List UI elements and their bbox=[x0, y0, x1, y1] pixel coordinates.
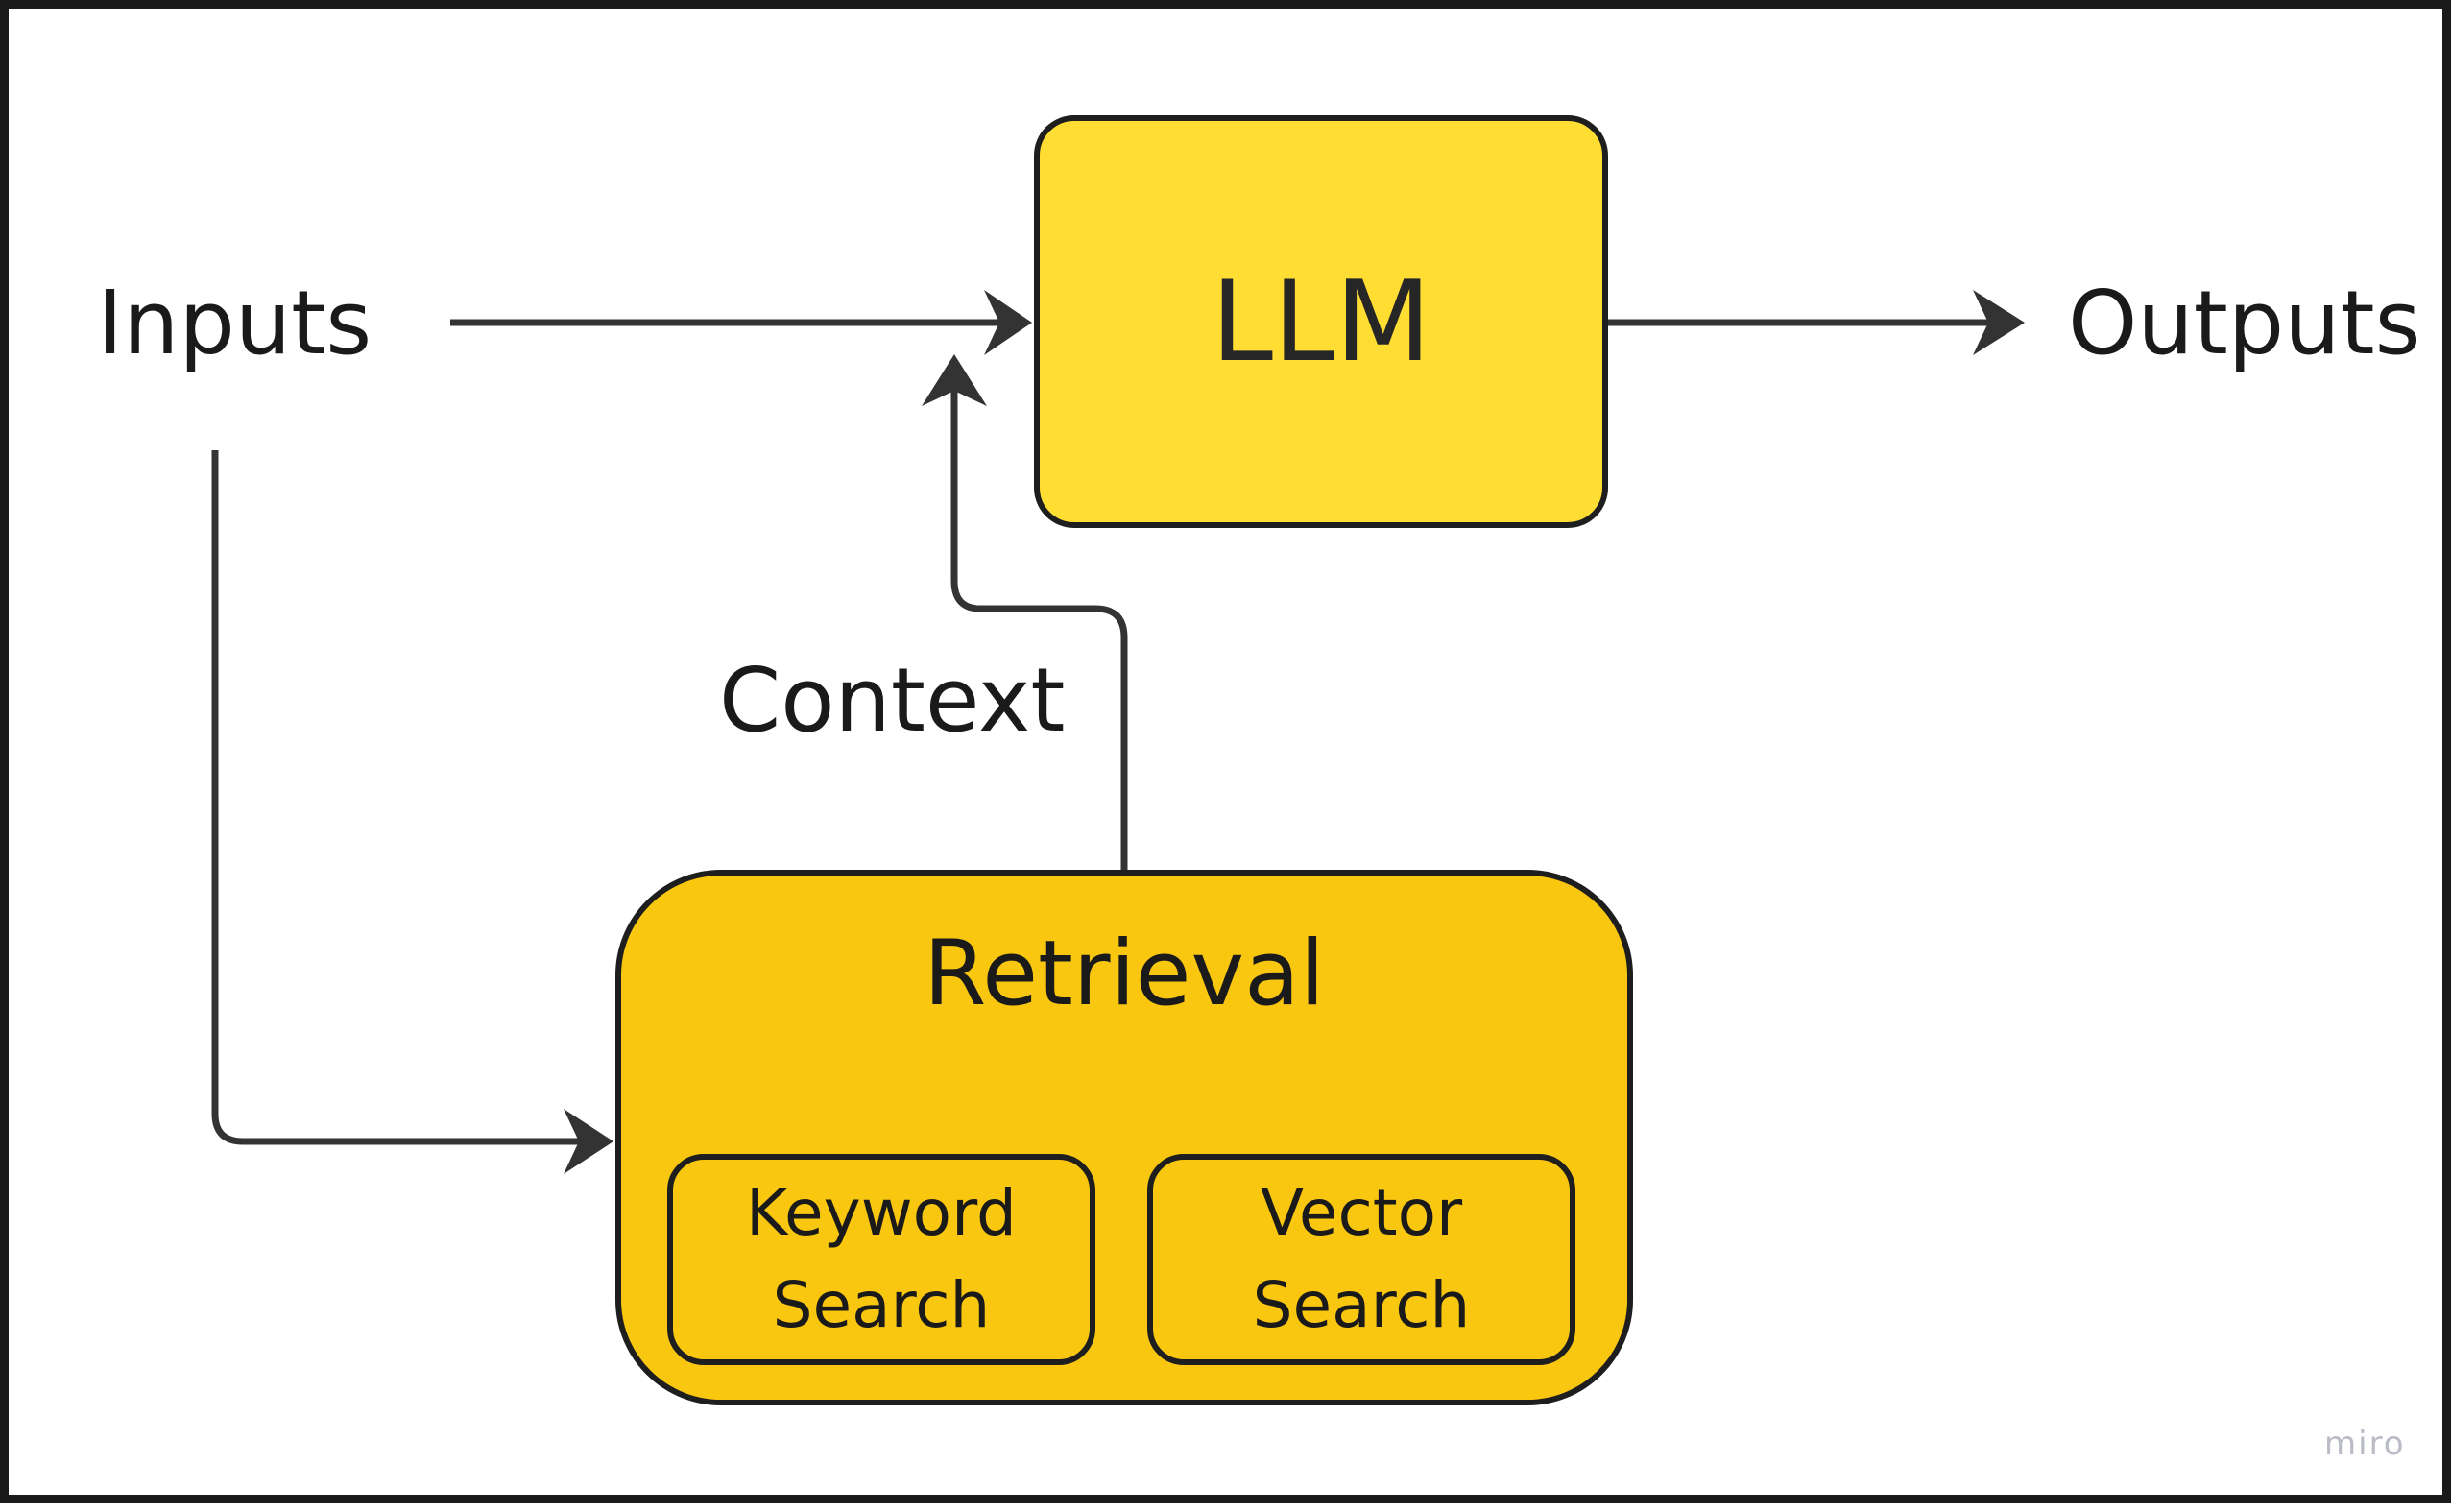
arrowhead-icon bbox=[922, 354, 987, 406]
keyword-search-label-line1: Keyword bbox=[746, 1176, 1017, 1250]
vector-search-label-line2: Search bbox=[1252, 1268, 1471, 1342]
edge-retrieval-to-llm bbox=[922, 354, 1128, 870]
arrowhead-icon bbox=[564, 1109, 613, 1174]
keyword-search-node[interactable]: Keyword Search bbox=[667, 1154, 1095, 1365]
arrowhead-icon bbox=[1973, 290, 2025, 355]
arrowhead-icon bbox=[984, 290, 1032, 355]
edge-inputs-to-retrieval bbox=[211, 450, 613, 1174]
miro-watermark: miro bbox=[2324, 1425, 2406, 1463]
connectors bbox=[211, 290, 2025, 1174]
context-label: Context bbox=[719, 649, 1066, 752]
edge-inputs-to-llm bbox=[450, 290, 1032, 355]
llm-node[interactable]: LLM bbox=[1034, 115, 1608, 528]
edge-llm-to-outputs bbox=[1608, 290, 2025, 355]
outputs-label: Outputs bbox=[2068, 272, 2421, 374]
vector-search-label-line1: Vector bbox=[1260, 1176, 1463, 1250]
retrieval-node[interactable]: Retrieval Keyword Search Vector Search bbox=[615, 870, 1633, 1405]
retrieval-title: Retrieval bbox=[924, 922, 1325, 1026]
inputs-label: Inputs bbox=[97, 272, 372, 374]
llm-label: LLM bbox=[1211, 256, 1431, 387]
vector-search-node[interactable]: Vector Search bbox=[1147, 1154, 1575, 1365]
keyword-search-label-line2: Search bbox=[772, 1268, 991, 1342]
